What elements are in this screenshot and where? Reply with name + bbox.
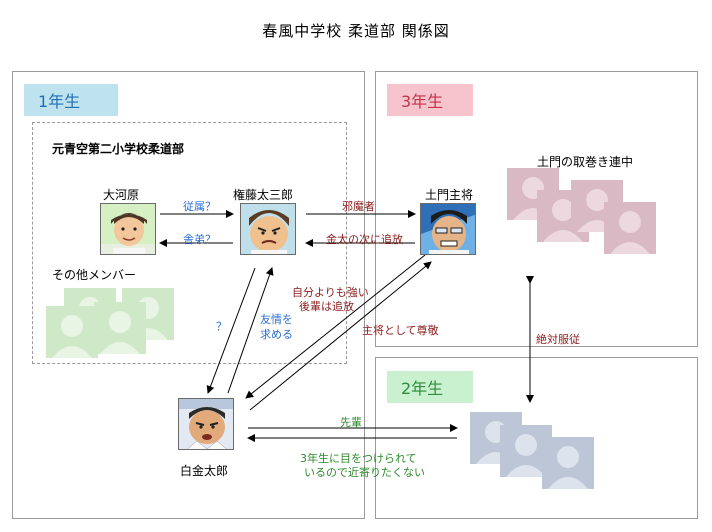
member-placeholder-4 — [94, 302, 146, 354]
gang-placeholder-4 — [604, 202, 656, 254]
relation-stronger-expelled-2: 後輩は追放 — [299, 300, 354, 313]
domon-gang-label: 土門の取巻き連中 — [537, 155, 634, 169]
relation-next-target: 金太の次に追放 — [326, 233, 403, 246]
relation-senpai: 先輩 — [340, 416, 362, 429]
relation-younger-brother: 舎弟？ — [183, 233, 216, 246]
arrow-gondo-to-shirogane — [206, 267, 256, 394]
relation-respect-captain: 主将として尊敬 — [362, 324, 439, 337]
badge-year3: 3年生 — [387, 84, 473, 116]
person-name-domon: 土門主将 — [425, 188, 474, 202]
others-label: その他メンバー — [52, 268, 137, 282]
year2-placeholder-3 — [542, 437, 594, 489]
badge-year2: 2年生 — [387, 371, 473, 403]
year2-placeholder-2 — [500, 425, 552, 477]
person-name-shirogane: 白金太郎 — [180, 464, 229, 478]
relation-stronger-expelled-1: 自分よりも強い — [292, 286, 369, 299]
arrow-shirogane-to-gondo — [227, 267, 274, 394]
person-name-gondo: 権藤太三郎 — [233, 188, 294, 202]
avatar-okawara — [100, 203, 156, 255]
avatar-shirogane — [178, 398, 234, 450]
avatar-domon — [420, 203, 476, 255]
arrow-domon-to-shirogane — [245, 254, 426, 399]
aozora-group-label: 元青空第二小学校柔道部 — [52, 142, 185, 156]
relation-friendship-2: 求める — [260, 328, 293, 341]
badge-year1: 1年生 — [24, 84, 118, 116]
relation-avoid-2: いるので近寄りたくない — [304, 466, 425, 479]
relation-friendship-1: 友情を — [260, 313, 293, 326]
relation-question: ？ — [216, 320, 227, 333]
relation-follower: 従属？ — [183, 200, 216, 213]
diagram-title: 春風中学校 柔道部 関係図 — [262, 22, 450, 40]
relation-avoid-1: 3年生に目をつけられて — [300, 452, 417, 465]
arrow-shirogane-to-domon — [249, 261, 432, 411]
member-placeholder-3 — [46, 306, 98, 358]
relation-nuisance: 邪魔者 — [342, 200, 375, 213]
relation-absolute-obedience: 絶対服従 — [536, 333, 580, 346]
person-name-okawara: 大河原 — [103, 188, 140, 202]
avatar-gondo — [240, 203, 296, 255]
